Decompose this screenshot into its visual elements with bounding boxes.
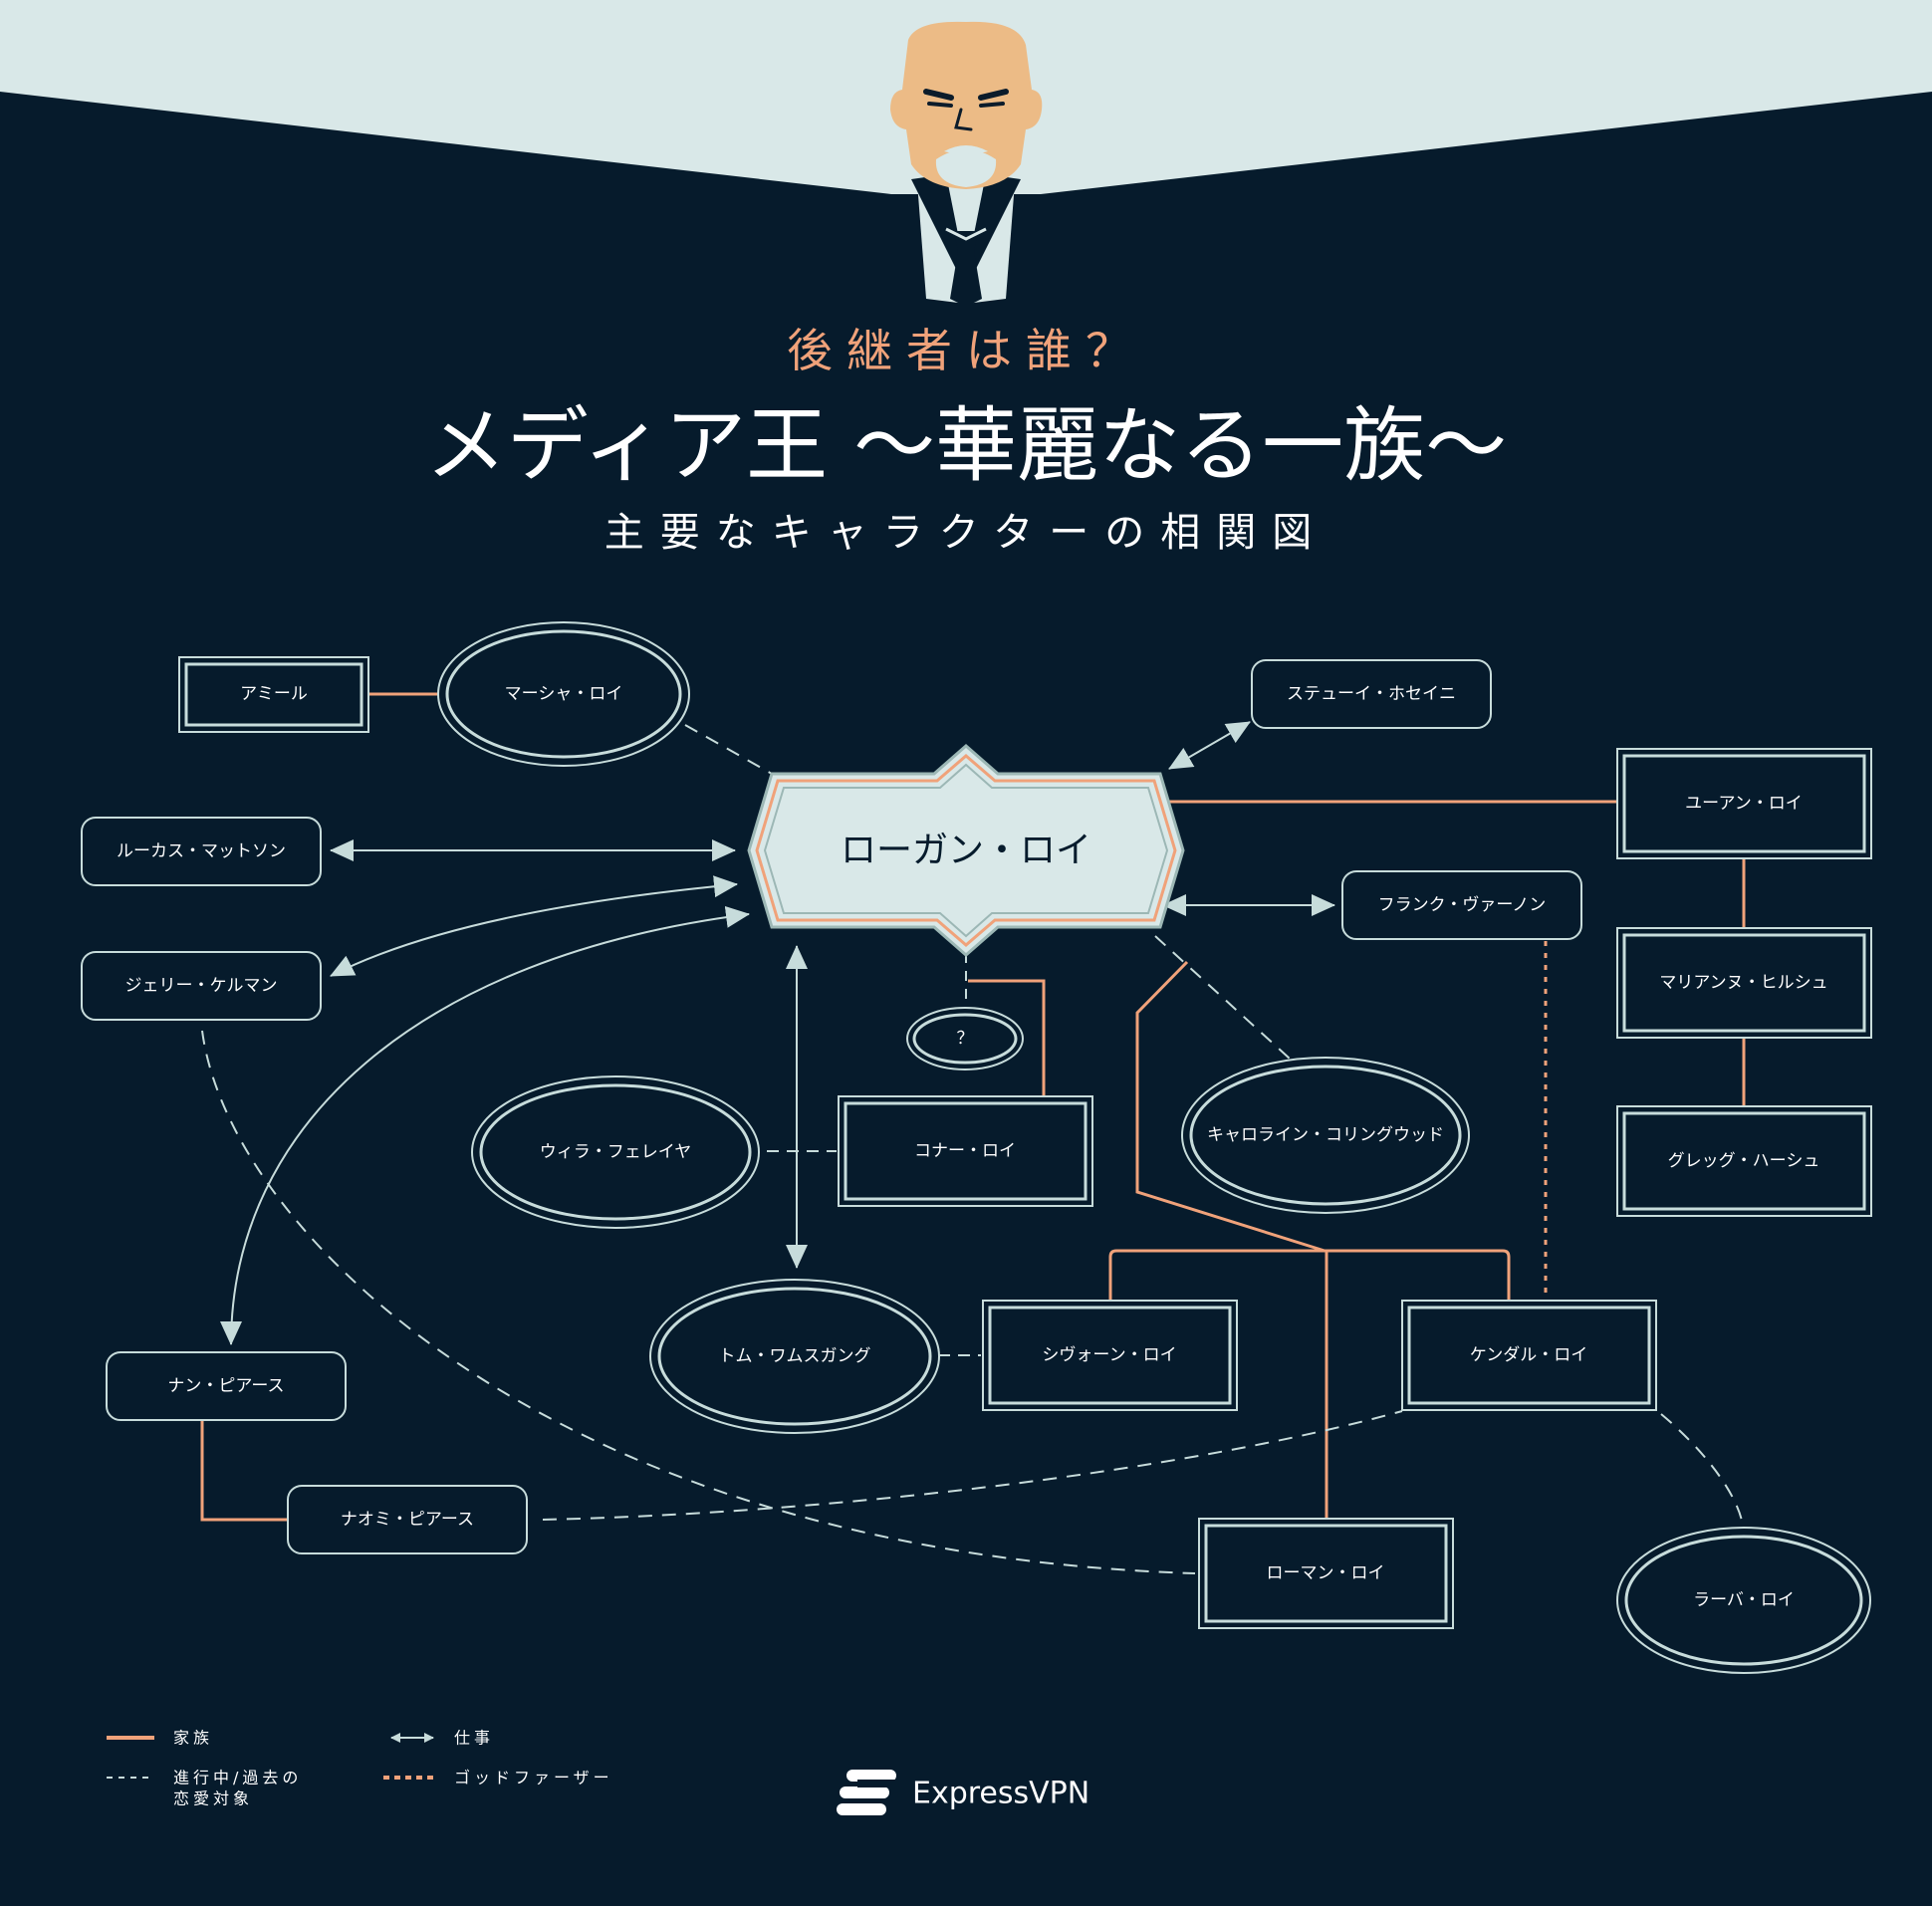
romance-line-marcia-logan xyxy=(684,724,773,775)
node-lukas[interactable]: ルーカス・マットソン xyxy=(81,817,322,886)
node-label-shiv: シヴォーン・ロイ xyxy=(1042,1345,1176,1365)
legend-label-romance-1: 進行中/過去の xyxy=(173,1769,302,1787)
expressvpn-logo-mark xyxy=(837,1770,897,1815)
main-title: メディア王 〜華麗なる一族〜 xyxy=(425,399,1507,494)
subtitle: 主要なキャラクターの相関図 xyxy=(604,510,1328,556)
node-naomi[interactable]: ナオミ・ピアース xyxy=(287,1485,528,1554)
legend-label-romance-2: 恋愛対象 xyxy=(173,1789,253,1808)
legend-label-family: 家族 xyxy=(173,1729,213,1748)
node-marianne[interactable]: マリアンヌ・ヒルシュ xyxy=(1616,927,1872,1039)
node-kendall[interactable]: ケンダル・ロイ xyxy=(1401,1300,1657,1411)
logan-portrait-illustration xyxy=(890,21,1043,307)
node-label-lukas: ルーカス・マットソン xyxy=(117,841,286,861)
node-frank[interactable]: フランク・ヴァーノン xyxy=(1341,870,1582,940)
family-line-children-bar xyxy=(1108,1249,1511,1301)
romance-line-naomi-kendall xyxy=(542,1410,1403,1521)
work-line-logan-stewy xyxy=(1168,721,1251,770)
node-label-amir: アミール xyxy=(240,684,308,704)
node-stewy[interactable]: ステューイ・ホセイニ xyxy=(1251,659,1492,729)
node-label-frank: フランク・ヴァーノン xyxy=(1378,895,1547,915)
family-line-logan-children xyxy=(1135,960,1326,1253)
node-label-logan: ローガン・ロイ xyxy=(841,831,1091,871)
node-tom[interactable]: トム・ワムスガング xyxy=(649,1279,940,1434)
node-roman[interactable]: ローマン・ロイ xyxy=(1198,1518,1454,1629)
brand-name: ExpressVPN xyxy=(912,1777,1089,1811)
node-label-roman: ローマン・ロイ xyxy=(1267,1563,1385,1583)
work-line-logan-nan xyxy=(220,905,750,1345)
node-label-unknown: ？ xyxy=(957,1029,974,1049)
node-label-ewan: ユーアン・ロイ xyxy=(1685,794,1803,814)
work-line-logan-gerri xyxy=(330,875,738,977)
legend-label-godfather: ゴッドファーザー xyxy=(454,1769,613,1787)
node-label-marianne: マリアンヌ・ヒルシュ xyxy=(1659,973,1827,993)
node-willa[interactable]: ウィラ・フェレイヤ xyxy=(471,1075,760,1229)
node-label-rava: ラーバ・ロイ xyxy=(1693,1590,1795,1610)
node-unknown[interactable]: ？ xyxy=(906,1007,1024,1071)
node-logan[interactable]: ローガン・ロイ xyxy=(747,744,1185,957)
family-line-logan-connor xyxy=(968,979,1046,1095)
node-label-caroline: キャロライン・コリングウッド xyxy=(1207,1125,1444,1145)
node-greg[interactable]: グレッグ・ハーシュ xyxy=(1616,1105,1872,1217)
node-connor[interactable]: コナー・ロイ xyxy=(838,1095,1093,1207)
node-label-gerri: ジェリー・ケルマン xyxy=(125,976,278,996)
node-label-greg: グレッグ・ハーシュ xyxy=(1668,1151,1820,1171)
node-label-tom: トム・ワムスガング xyxy=(719,1346,871,1366)
node-label-marcia: マーシャ・ロイ xyxy=(505,684,623,704)
romance-line-logan-caroline xyxy=(1154,935,1291,1060)
family-line-nan-naomi xyxy=(200,1421,289,1522)
node-label-kendall: ケンダル・ロイ xyxy=(1470,1345,1588,1365)
node-label-stewy: ステューイ・ホセイニ xyxy=(1287,684,1456,704)
expressvpn-logo: ExpressVPN xyxy=(837,1770,1089,1815)
node-label-naomi: ナオミ・ピアース xyxy=(341,1510,474,1530)
node-rava[interactable]: ラーバ・ロイ xyxy=(1616,1527,1871,1674)
node-caroline[interactable]: キャロライン・コリングウッド xyxy=(1181,1057,1470,1214)
node-marcia[interactable]: マーシャ・ロイ xyxy=(437,621,690,767)
kicker-title: 後継者は誰？ xyxy=(787,324,1145,377)
node-shiv[interactable]: シヴォーン・ロイ xyxy=(982,1300,1238,1411)
node-label-connor: コナー・ロイ xyxy=(914,1141,1016,1161)
legend-label-work: 仕事 xyxy=(454,1729,494,1748)
node-nan[interactable]: ナン・ピアース xyxy=(106,1351,347,1421)
node-gerri[interactable]: ジェリー・ケルマン xyxy=(81,951,322,1021)
node-amir[interactable]: アミール xyxy=(178,656,369,733)
legend: 家族 仕事 進行中/過去の 恋愛対象 ゴッドファーザー xyxy=(107,1729,613,1808)
node-label-willa: ウィラ・フェレイヤ xyxy=(540,1142,692,1162)
romance-line-kendall-rava xyxy=(1660,1413,1744,1527)
node-label-nan: ナン・ピアース xyxy=(167,1376,284,1396)
node-ewan[interactable]: ユーアン・ロイ xyxy=(1616,748,1872,859)
